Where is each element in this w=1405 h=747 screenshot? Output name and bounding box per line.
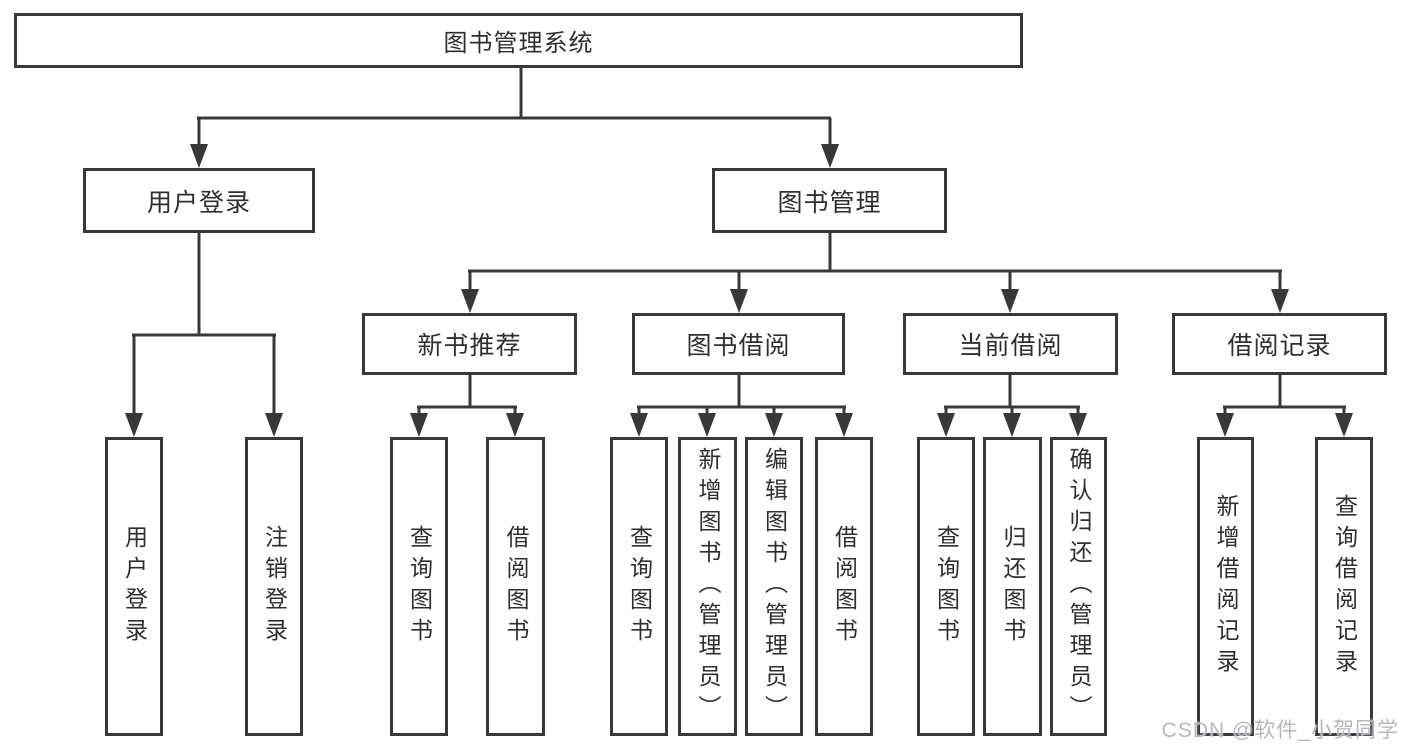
leaf-borrow-books-recommend-label: 借阅图书 bbox=[503, 524, 529, 649]
leaf-add-book-admin-label: 新增图书（管理员） bbox=[695, 447, 721, 726]
node-book-borrowing: 图书借阅 bbox=[632, 313, 845, 375]
leaf-borrow-books: 借阅图书 bbox=[815, 437, 873, 736]
leaf-edit-book-admin: 编辑图书（管理员） bbox=[745, 437, 803, 736]
leaf-query-books-current-label: 查询图书 bbox=[933, 524, 960, 649]
node-book-management: 图书管理 bbox=[712, 168, 947, 233]
leaf-query-borrow-record: 查询借阅记录 bbox=[1315, 437, 1373, 736]
leaf-borrow-books-label: 借阅图书 bbox=[831, 524, 858, 649]
leaf-return-book-label: 归还图书 bbox=[1000, 524, 1026, 649]
node-new-book-recommend: 新书推荐 bbox=[362, 313, 577, 375]
leaf-logout-label: 注销登录 bbox=[261, 524, 288, 649]
csdn-watermark: CSDN @软件_小贺同学 bbox=[1161, 719, 1399, 742]
leaf-user-login-label: 用户登录 bbox=[121, 524, 148, 649]
leaf-add-borrow-record: 新增借阅记录 bbox=[1197, 437, 1254, 736]
leaf-confirm-return-admin-label: 确认归还（管理员） bbox=[1066, 447, 1092, 726]
node-borrowing-records: 借阅记录 bbox=[1172, 313, 1387, 375]
node-user-login: 用户登录 bbox=[83, 168, 315, 233]
leaf-add-book-admin: 新增图书（管理员） bbox=[678, 437, 737, 736]
leaf-query-books-recommend: 查询图书 bbox=[390, 437, 448, 736]
leaf-return-book: 归还图书 bbox=[983, 437, 1042, 736]
leaf-query-books-borrowing: 查询图书 bbox=[610, 437, 668, 736]
leaf-query-books-recommend-label: 查询图书 bbox=[406, 524, 433, 649]
leaf-query-borrow-record-label: 查询借阅记录 bbox=[1331, 493, 1358, 680]
leaf-logout: 注销登录 bbox=[245, 437, 303, 736]
leaf-confirm-return-admin: 确认归还（管理员） bbox=[1050, 437, 1107, 736]
leaf-borrow-books-recommend: 借阅图书 bbox=[486, 437, 545, 736]
leaf-query-books-current: 查询图书 bbox=[917, 437, 975, 736]
leaf-add-borrow-record-label: 新增借阅记录 bbox=[1213, 493, 1239, 680]
node-current-borrowing: 当前借阅 bbox=[903, 313, 1118, 375]
node-library-system: 图书管理系统 bbox=[14, 13, 1023, 68]
leaf-user-login: 用户登录 bbox=[105, 437, 163, 736]
leaf-edit-book-admin-label: 编辑图书（管理员） bbox=[761, 447, 788, 726]
leaf-query-books-borrowing-label: 查询图书 bbox=[626, 524, 653, 649]
